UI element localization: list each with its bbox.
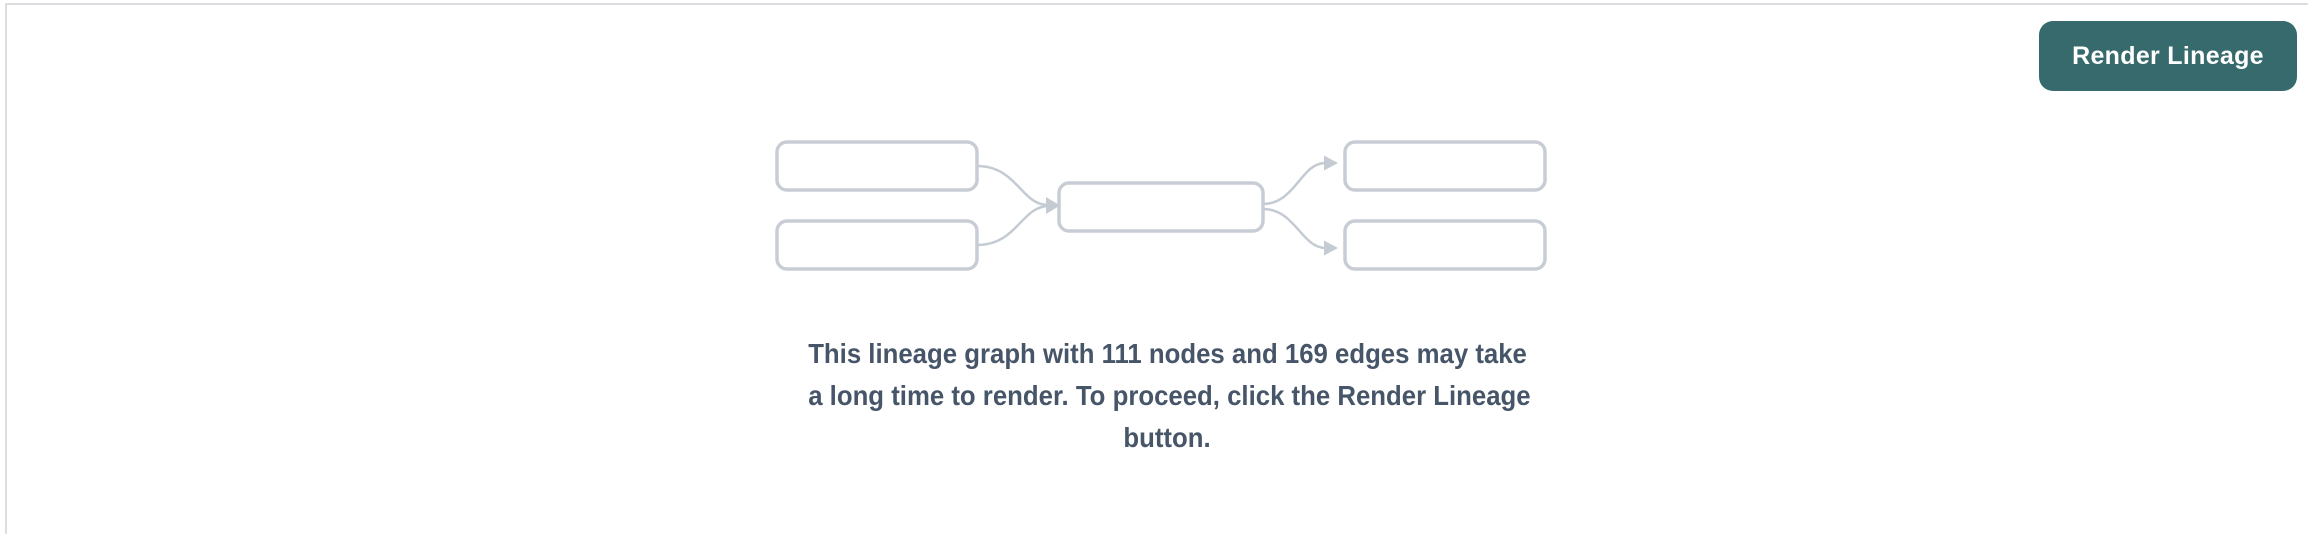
lineage-pane: Render Lineage This lineage graph with 1… [5,3,2308,534]
message-line: This lineage graph with 111 nodes and 16… [808,338,1527,369]
placeholder-edge [976,164,1049,207]
render-lineage-button[interactable]: Render Lineage [2039,21,2297,91]
placeholder-node [1343,219,1547,271]
edge-arrowhead-icon [1324,155,1338,171]
lineage-placeholder-graphic [775,140,1547,271]
placeholder-edge [976,204,1049,247]
edge-arrowhead-icon [1324,240,1338,256]
placeholder-node [775,219,979,271]
placeholder-node [1343,140,1547,192]
placeholder-edge [1262,161,1326,206]
message-line: a long time to render. To proceed, click… [808,380,1531,411]
render-warning-message: This lineage graph with 111 nodes and 16… [808,333,1531,459]
message-line: button. [1123,422,1211,453]
edge-arrowhead-icon [1046,197,1060,214]
placeholder-node [775,140,979,192]
placeholder-node [1057,181,1265,233]
placeholder-edge [1262,207,1326,250]
